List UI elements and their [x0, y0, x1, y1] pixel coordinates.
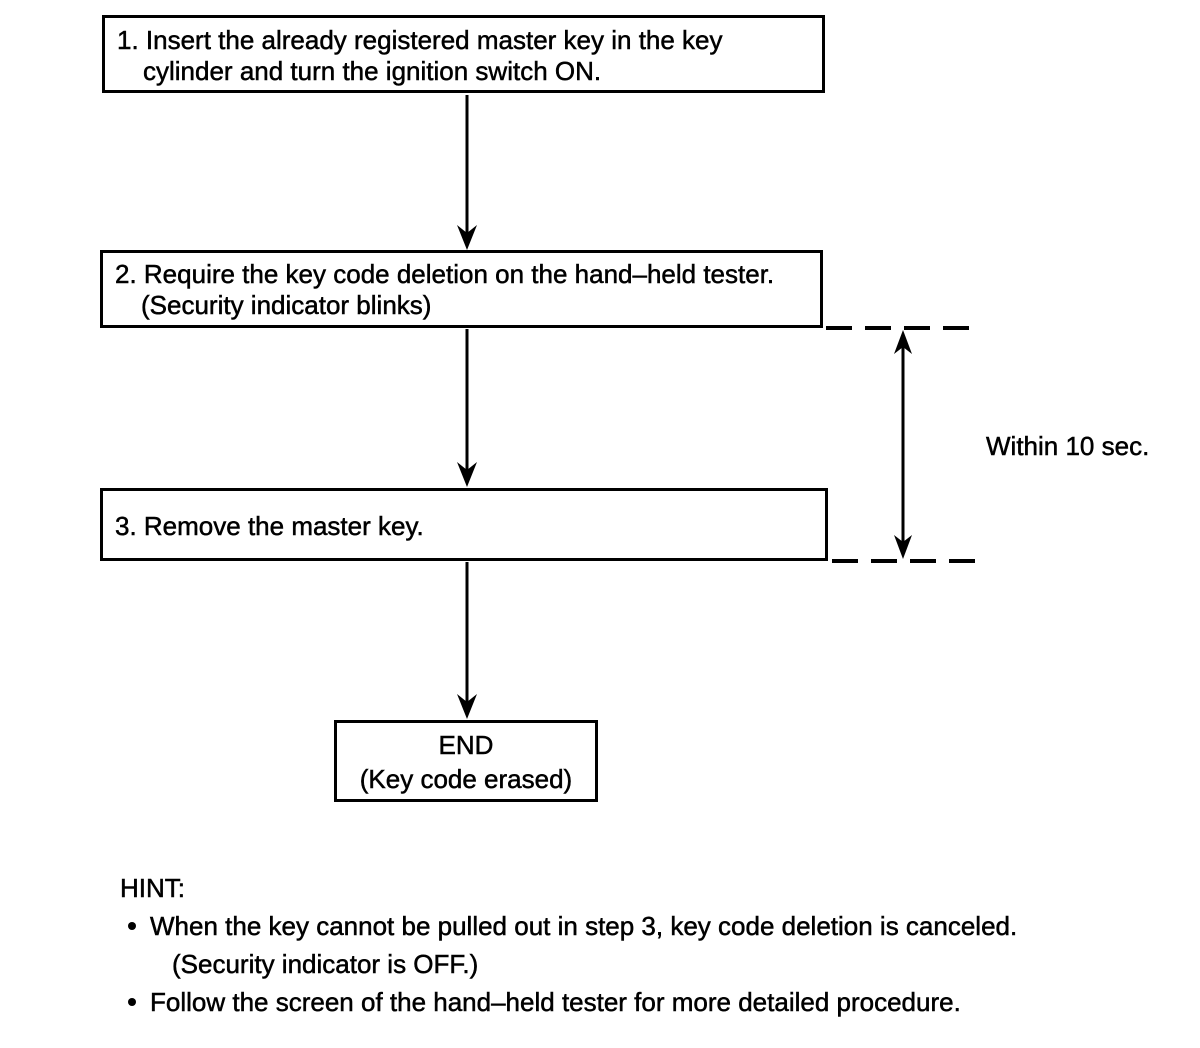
hint-title: HINT: [120, 873, 186, 904]
flow-step-2-line-2: (Security indicator blinks) [141, 290, 432, 321]
flow-end-box: END (Key code erased) [334, 720, 598, 802]
hint-item-2-line-1: Follow the screen of the hand–held teste… [150, 987, 961, 1018]
timing-label: Within 10 sec. [986, 431, 1150, 462]
hint-item: Follow the screen of the hand–held teste… [120, 983, 1150, 1021]
hint-section: HINT: When the key cannot be pulled out … [120, 869, 1150, 1021]
hint-item-1-text: When the key cannot be pulled out in ste… [150, 907, 1018, 983]
flow-step-3-box: 3. Remove the master key. [100, 488, 828, 561]
flow-step-1-line-1: 1. Insert the already registered master … [117, 25, 723, 56]
hint-item-1-line-1: When the key cannot be pulled out in ste… [150, 911, 1018, 942]
hint-item-2-text: Follow the screen of the hand–held teste… [150, 983, 961, 1021]
hint-item-1-line-2: (Security indicator is OFF.) [172, 949, 479, 980]
flow-step-1-line-2: cylinder and turn the ignition switch ON… [143, 56, 602, 87]
down-arrow-connector-1 [457, 95, 477, 250]
down-arrow-connector-3 [457, 562, 477, 719]
flow-step-2-line-1: 2. Require the key code deletion on the … [115, 259, 775, 290]
flow-step-2-box: 2. Require the key code deletion on the … [100, 250, 823, 328]
bullet-icon [128, 922, 136, 930]
timespan-double-arrow [894, 330, 912, 559]
flow-end-line-2: (Key code erased) [359, 764, 573, 795]
down-arrow-connector-2 [457, 329, 477, 487]
flow-step-1-box: 1. Insert the already registered master … [102, 15, 825, 93]
bullet-icon [128, 998, 136, 1006]
hint-item: When the key cannot be pulled out in ste… [120, 907, 1150, 983]
flow-step-3-line-1: 3. Remove the master key. [115, 511, 424, 542]
flow-end-line-1: END [438, 730, 494, 761]
